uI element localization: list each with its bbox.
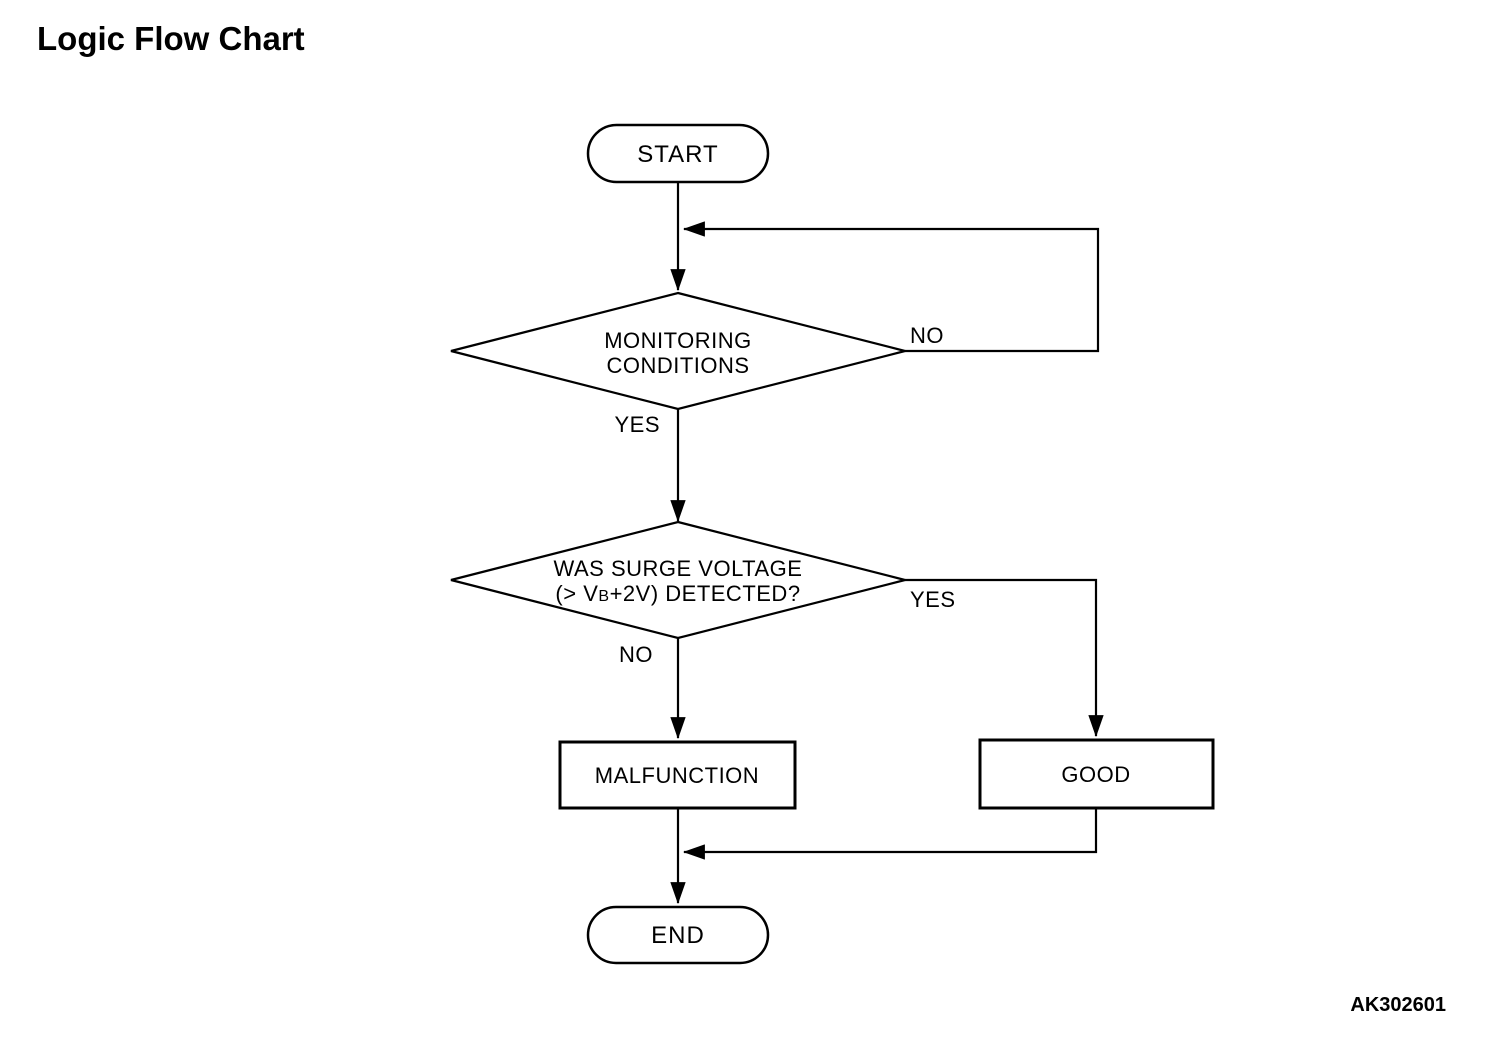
good-node: GOOD [978, 738, 1215, 810]
malfunction-node: MALFUNCTION [558, 740, 797, 810]
surge-label-subscript: B [598, 588, 609, 605]
start-node-label: START [637, 141, 718, 168]
edge-monitoring-no-loop [682, 221, 1100, 353]
malfunction-node-shape [558, 740, 797, 810]
page-title: Logic Flow Chart [37, 20, 305, 57]
surge-label-pre: (> V [555, 581, 598, 606]
start-node: START [586, 123, 770, 184]
monitoring-decision-shape [450, 291, 906, 411]
end-node-shape [586, 905, 770, 965]
edge-label-monitoring-no: NO [910, 323, 944, 348]
start-node-shape [586, 123, 770, 184]
surge-decision-shape [450, 520, 906, 640]
edge-surge-yes-to-good [905, 578, 1104, 738]
monitoring-conditions-decision: MONITORING CONDITIONS [450, 291, 906, 411]
monitoring-decision-label-line2: CONDITIONS [606, 353, 749, 378]
figure-code: AK302601 [1350, 994, 1446, 1016]
good-node-label: GOOD [1061, 762, 1130, 787]
edge-label-surge-no: NO [619, 642, 653, 667]
end-node-label: END [651, 922, 705, 949]
surge-label-post: +2V) DETECTED? [610, 581, 801, 606]
surge-voltage-decision: WAS SURGE VOLTAGE (> VB+2V) DETECTED? [450, 520, 906, 640]
edge-good-merge-to-end [682, 808, 1098, 860]
monitoring-decision-label-line1: MONITORING [604, 328, 752, 353]
surge-decision-label-line1: WAS SURGE VOLTAGE [554, 556, 803, 581]
good-node-shape [978, 738, 1215, 810]
edge-label-monitoring-yes: YES [614, 412, 660, 437]
end-node: END [586, 905, 770, 965]
surge-decision-label-line2: (> VB+2V) DETECTED? [555, 581, 800, 606]
edge-label-surge-yes: YES [910, 587, 956, 612]
malfunction-node-label: MALFUNCTION [595, 763, 759, 788]
